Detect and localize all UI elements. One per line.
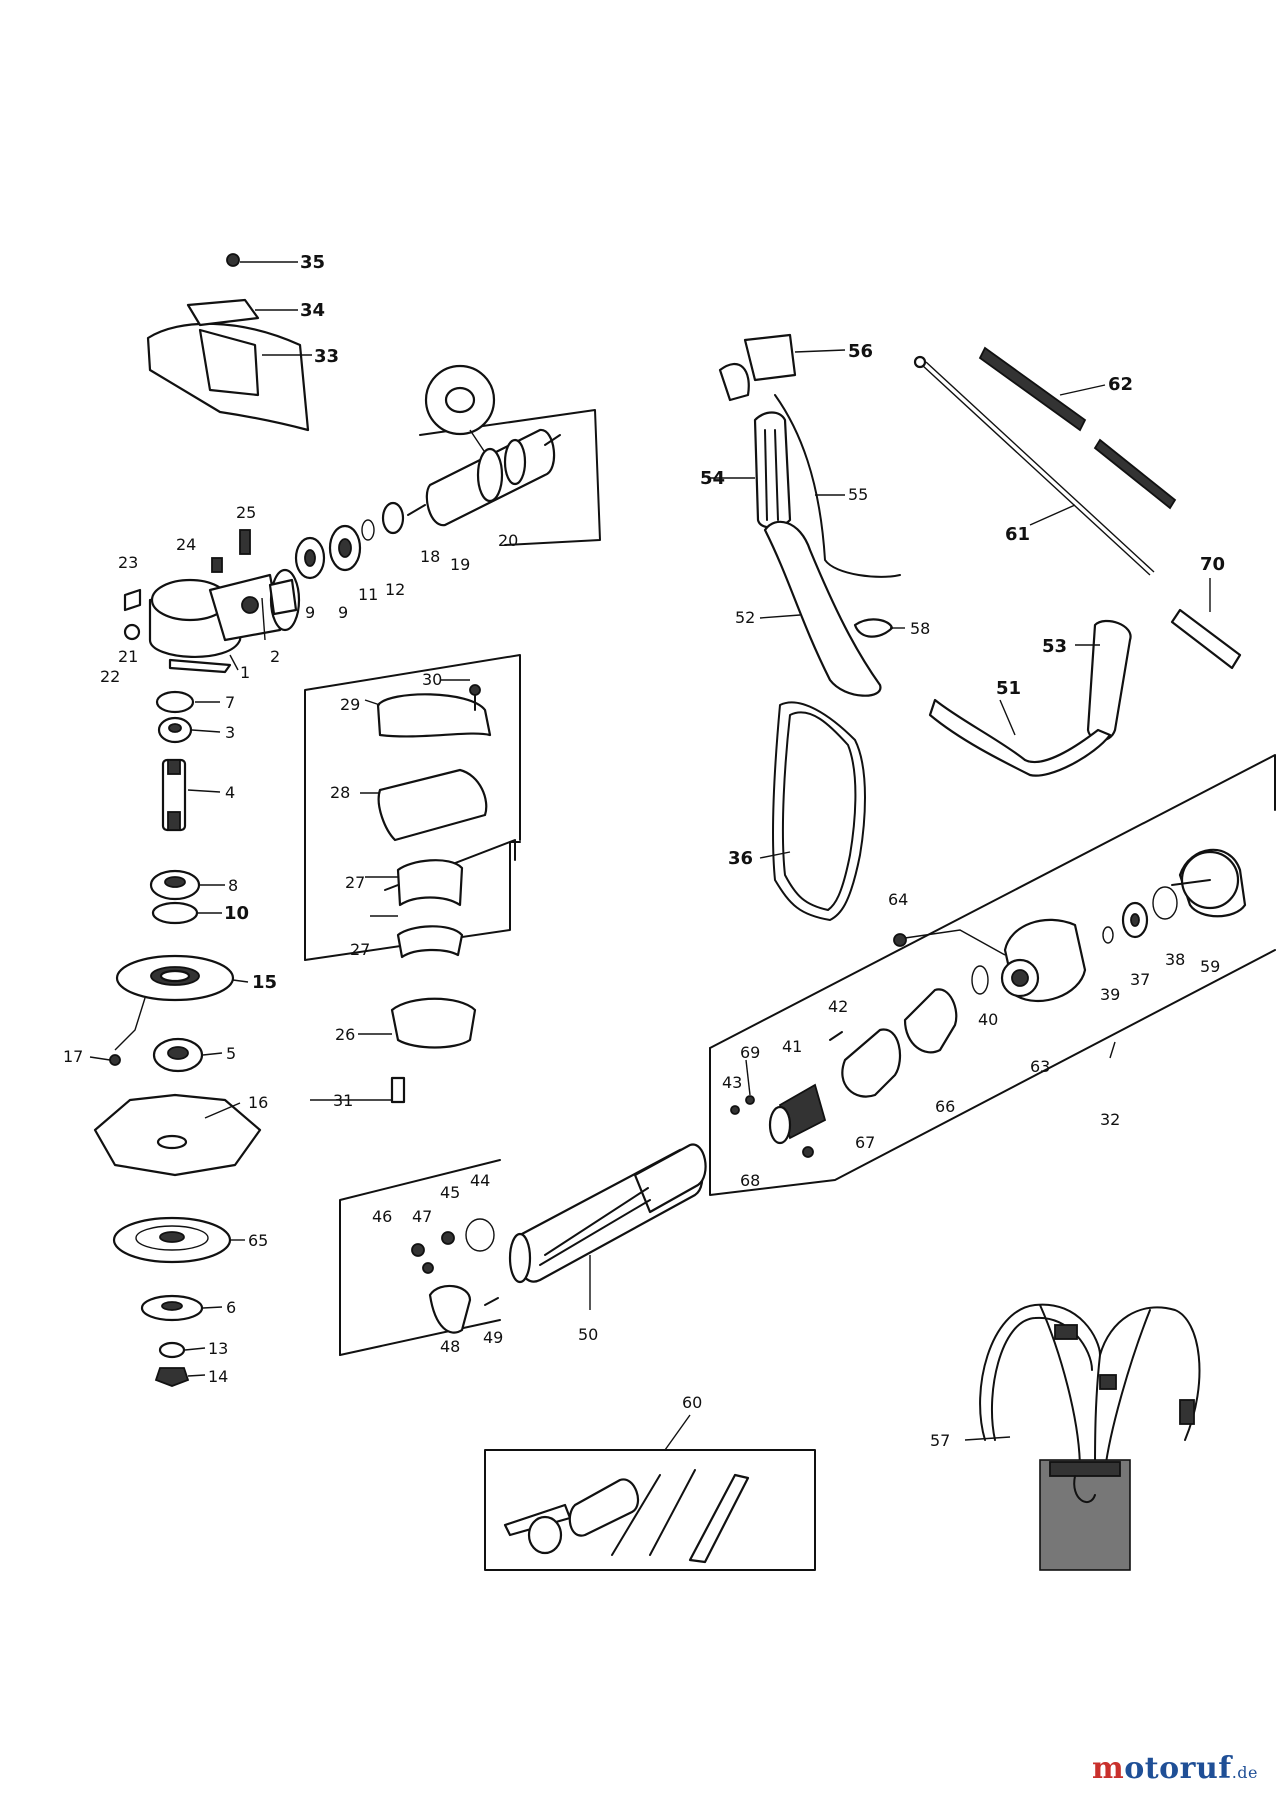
label-18: 18 (420, 547, 440, 566)
label-41: 41 (782, 1037, 802, 1056)
label-45: 45 (440, 1183, 460, 1202)
label-2: 2 (270, 647, 280, 666)
label-4: 4 (225, 783, 235, 802)
motoruf-logo: motoruf.de (1092, 1751, 1258, 1786)
label-30: 30 (422, 670, 442, 689)
label-54: 54 (700, 468, 725, 489)
label-28: 28 (330, 783, 350, 802)
label-42: 42 (828, 997, 848, 1016)
part-labels: 35 34 33 25 24 23 21 22 1 2 9 9 11 12 18… (63, 252, 1225, 1450)
leader-lines (89, 597, 266, 1377)
label-48: 48 (440, 1337, 460, 1356)
label-29: 29 (340, 695, 360, 714)
label-21: 21 (118, 647, 138, 666)
label-47: 47 (412, 1207, 432, 1226)
label-61: 61 (1005, 524, 1030, 545)
label-25: 25 (236, 503, 256, 522)
label-43: 43 (722, 1073, 742, 1092)
label-46: 46 (372, 1207, 392, 1226)
strap-36 (759, 701, 866, 921)
handle-assembly (710, 333, 1242, 777)
tool-kit (484, 1414, 816, 1571)
label-9b: 9 (338, 603, 348, 622)
label-23: 23 (118, 553, 138, 572)
label-69: 69 (740, 1043, 760, 1062)
label-38: 38 (1165, 950, 1185, 969)
label-62: 62 (1108, 374, 1133, 395)
label-17: 17 (63, 1047, 83, 1066)
clutch-inset (709, 754, 1276, 1196)
label-65: 65 (248, 1231, 268, 1250)
label-59: 59 (1200, 957, 1220, 976)
logo-m: m (1092, 1751, 1125, 1786)
label-13: 13 (208, 1339, 228, 1358)
label-34: 34 (300, 300, 325, 321)
label-68: 68 (740, 1171, 760, 1190)
label-63: 63 (1030, 1057, 1050, 1076)
label-49: 49 (483, 1328, 503, 1347)
label-27b: 27 (350, 940, 370, 959)
label-11: 11 (358, 585, 378, 604)
label-37: 37 (1130, 970, 1150, 989)
label-31: 31 (333, 1091, 353, 1110)
label-60: 60 (682, 1393, 702, 1412)
label-64: 64 (888, 890, 908, 909)
label-5: 5 (226, 1044, 236, 1063)
label-52: 52 (735, 608, 755, 627)
label-53: 53 (1042, 636, 1067, 657)
label-1: 1 (240, 663, 250, 682)
harness (964, 1303, 1201, 1571)
label-44: 44 (470, 1171, 490, 1190)
label-26: 26 (335, 1025, 355, 1044)
label-40: 40 (978, 1010, 998, 1029)
label-19: 19 (450, 555, 470, 574)
shaft-inset (407, 364, 601, 546)
label-15: 15 (252, 972, 277, 993)
label-27a: 27 (345, 873, 365, 892)
gear-head-assembly (123, 501, 405, 674)
logo-tld: .de (1231, 1763, 1258, 1782)
label-14: 14 (208, 1367, 228, 1386)
lower-shaft-inset (339, 1143, 707, 1356)
label-50: 50 (578, 1325, 598, 1344)
blade-guard-assembly (146, 253, 312, 432)
label-55: 55 (848, 485, 868, 504)
label-6: 6 (226, 1298, 236, 1317)
label-12: 12 (385, 580, 405, 599)
cutting-head-stack (93, 690, 262, 1387)
label-67: 67 (855, 1133, 875, 1152)
label-36: 36 (728, 848, 753, 869)
label-39: 39 (1100, 985, 1120, 1004)
label-58: 58 (910, 619, 930, 638)
label-35: 35 (300, 252, 325, 273)
label-10: 10 (224, 903, 249, 924)
label-57: 57 (930, 1431, 950, 1450)
logo-name: otoruf (1124, 1751, 1232, 1786)
label-20: 20 (498, 531, 518, 550)
label-24: 24 (176, 535, 196, 554)
label-51: 51 (996, 678, 1021, 699)
label-32: 32 (1100, 1110, 1120, 1129)
label-16: 16 (248, 1093, 268, 1112)
label-9a: 9 (305, 603, 315, 622)
label-33: 33 (314, 346, 339, 367)
label-56: 56 (848, 341, 873, 362)
label-3: 3 (225, 723, 235, 742)
label-66: 66 (935, 1097, 955, 1116)
label-22: 22 (100, 667, 120, 686)
label-7: 7 (225, 693, 235, 712)
clamp-inset (304, 654, 521, 1104)
label-8: 8 (228, 876, 238, 895)
label-70: 70 (1200, 554, 1225, 575)
